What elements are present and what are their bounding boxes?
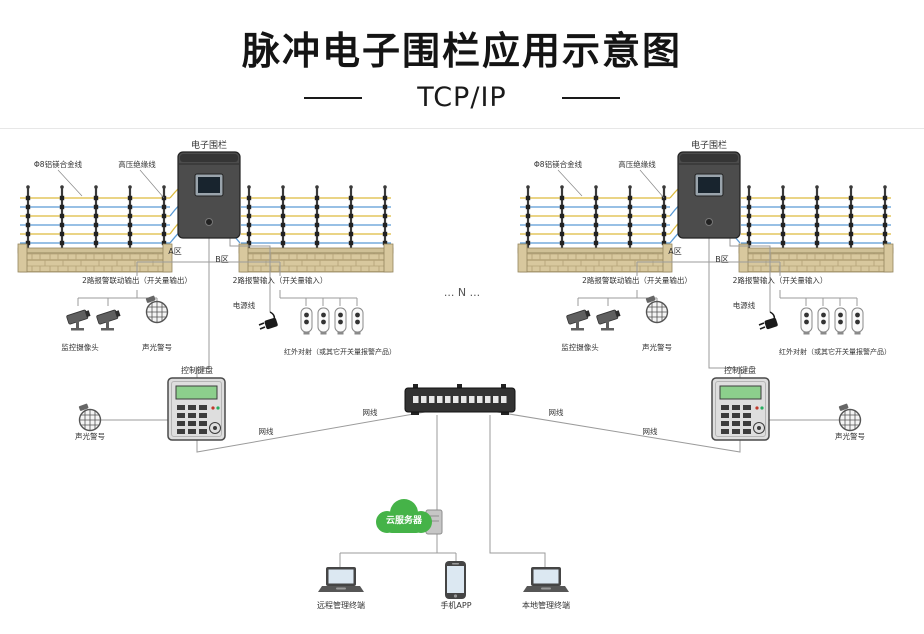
subtitle-line-left: [304, 96, 363, 99]
label-zone-a-right: A区: [668, 247, 682, 256]
siren-device-right: [839, 403, 861, 431]
connection-lines: [101, 262, 839, 567]
network-switch: [404, 384, 516, 415]
label-cable-right-outer: 网线: [642, 427, 658, 436]
label-cloud: 云服务器: [385, 516, 422, 526]
cloud-server: [376, 499, 443, 535]
label-zone-b-left: B区: [215, 255, 229, 264]
label-power-right: 电源线: [732, 301, 756, 310]
label-siren2-left: 声光警号: [75, 432, 105, 441]
label-hv-wire-left: 高压绝缘线: [118, 160, 156, 169]
label-remote-terminal: 远程管理终端: [317, 601, 365, 610]
fence-system-left: [18, 152, 393, 335]
page-title: 脉冲电子围栏应用示意图: [241, 29, 682, 73]
subtitle-row: TCP/IP: [0, 82, 924, 113]
label-alarm-out-left: 2路报警联动输出（开关量输出）: [82, 276, 192, 285]
label-zone-b-right: B区: [715, 255, 729, 264]
label-alloy-wire-right: Φ8铝镁合金线: [533, 160, 583, 169]
label-cable-left-outer: 网线: [258, 427, 274, 436]
label-siren-left: 声光警号: [142, 343, 172, 352]
label-camera-right: 监控摄像头: [561, 343, 599, 352]
label-local-terminal: 本地管理终端: [522, 601, 570, 610]
label-alarm-in-left: 2路报警输入（开关量输入）: [232, 276, 328, 285]
label-infrared-left: 红外对射（或其它开关量报警产品）: [284, 348, 396, 356]
label-cable-left-inner: 网线: [362, 408, 378, 417]
label-alarm-out-right: 2路报警联动输出（开关量输出）: [582, 276, 692, 285]
subtitle-line-right: [561, 96, 620, 99]
keypad-device-right: [711, 377, 770, 441]
local-laptop-icon: [523, 567, 569, 592]
label-siren-right: 声光警号: [642, 343, 672, 352]
label-power-left: 电源线: [232, 301, 256, 310]
phone-app-icon: [445, 561, 466, 599]
label-controller-left: 电子围栏: [190, 141, 227, 151]
label-alloy-wire-left: Φ8铝镁合金线: [33, 160, 83, 169]
remote-laptop-icon: [318, 567, 364, 592]
label-keypad-left: 控制键盘: [181, 366, 213, 375]
siren-device-left: [79, 403, 101, 431]
label-zone-a-left: A区: [168, 247, 182, 256]
label-n-more: ... N ...: [443, 286, 481, 299]
subtitle-tcpip: TCP/IP: [417, 82, 507, 113]
keypad-device-left: [167, 377, 226, 441]
label-siren2-right: 声光警号: [835, 432, 865, 441]
label-keypad-right: 控制键盘: [724, 366, 756, 375]
fence-system-right: [518, 152, 893, 335]
label-phone-app: 手机APP: [440, 601, 472, 610]
label-infrared-right: 红外对射（或其它开关量报警产品）: [779, 348, 891, 356]
label-alarm-in-right: 2路报警输入（开关量输入）: [732, 276, 828, 285]
label-controller-right: 电子围栏: [690, 141, 727, 151]
label-camera-left: 监控摄像头: [61, 343, 99, 352]
label-cable-right-inner: 网线: [548, 408, 564, 417]
header-divider: [0, 128, 924, 129]
label-hv-wire-right: 高压绝缘线: [618, 160, 656, 169]
